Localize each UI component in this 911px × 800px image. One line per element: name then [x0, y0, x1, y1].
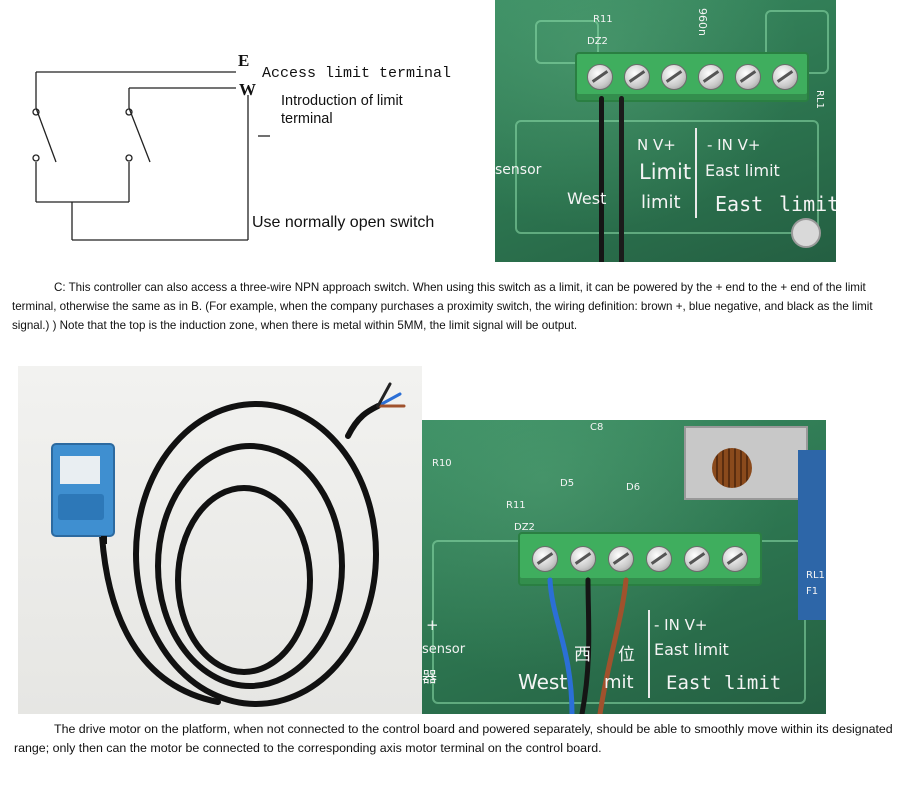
- normally-open-switch-label: Use normally open switch: [252, 214, 435, 231]
- blue-connector: [798, 450, 826, 620]
- silk-d6: D6: [626, 482, 641, 493]
- bottom-terminal-block: [518, 532, 762, 586]
- top-terminal-block: [575, 52, 809, 102]
- silk-east-limit: East limit: [654, 640, 729, 659]
- bottom-wires: [547, 577, 629, 714]
- silk-rl1: RL1: [814, 90, 825, 109]
- caption-npn-switch: C: This controller can also access a thr…: [12, 281, 873, 332]
- sensor-cable-drawing: [51, 382, 406, 707]
- silk-r10: R10: [432, 458, 452, 469]
- silk-n-vplus: N V+: [637, 136, 676, 154]
- silk-west: West: [567, 189, 607, 208]
- silk-c8: C8: [590, 422, 604, 433]
- wiring-diagram: E W Access limit terminal Introduction o…: [0, 0, 495, 262]
- bottom-board-photo: R10 R11 DZ2 D5 D6 C8 RL1 F1 + sensor 器 -…: [422, 420, 826, 714]
- silk-minus-in-vplus: - IN V+: [654, 616, 708, 634]
- silk-dz2: DZ2: [514, 522, 535, 533]
- access-limit-terminal-label: Access limit terminal: [262, 65, 451, 82]
- silk-dz2: DZ2: [587, 36, 608, 47]
- silk-limit: Limit: [639, 160, 692, 184]
- silk-minus-in-vplus: - IN V+: [707, 136, 761, 154]
- silk-west: West: [518, 670, 568, 694]
- silk-plus: +: [426, 616, 439, 634]
- silk-cn-xi: 西: [574, 645, 591, 665]
- silk-limit-2: limit: [641, 192, 681, 213]
- silk-rl1: RL1: [806, 570, 825, 581]
- proximity-sensor-photo: [18, 366, 422, 714]
- silk-cn-wei: 位: [618, 645, 635, 665]
- terminal-w-label: W: [239, 80, 256, 99]
- inductor-component: [712, 448, 752, 488]
- silk-960n: 960n: [696, 8, 709, 36]
- silk-d5: D5: [560, 478, 575, 489]
- introduction-limit-terminal-label: Introduction of limit terminal: [281, 93, 403, 127]
- silk-east-limit: East limit: [705, 161, 780, 180]
- silk-mit: mit: [604, 672, 634, 693]
- silk-r11: R11: [593, 14, 613, 25]
- wiring-diagram-svg: E W Access limit terminal: [32, 51, 451, 241]
- caption-drive-motor: The drive motor on the platform, when no…: [14, 722, 893, 755]
- silk-cn-qi: 器: [422, 668, 438, 686]
- top-board-photo: R11 DZ2 960n RL1 N V+ - IN V+ Limit East…: [495, 0, 836, 262]
- proximity-sensor-body: [51, 443, 115, 544]
- silk-east: East: [666, 672, 712, 694]
- silk-f1: F1: [806, 586, 819, 597]
- silk-limit-3: limit: [779, 192, 836, 216]
- silk-east: East: [715, 192, 764, 216]
- silk-r11: R11: [506, 500, 526, 511]
- terminal-e-label: E: [238, 51, 249, 70]
- silk-sensor: sensor: [422, 642, 466, 657]
- silk-sensor: sensor: [495, 162, 542, 178]
- silk-limit: limit: [724, 672, 782, 694]
- relay-component: [684, 426, 808, 500]
- mounting-hole: [791, 218, 821, 248]
